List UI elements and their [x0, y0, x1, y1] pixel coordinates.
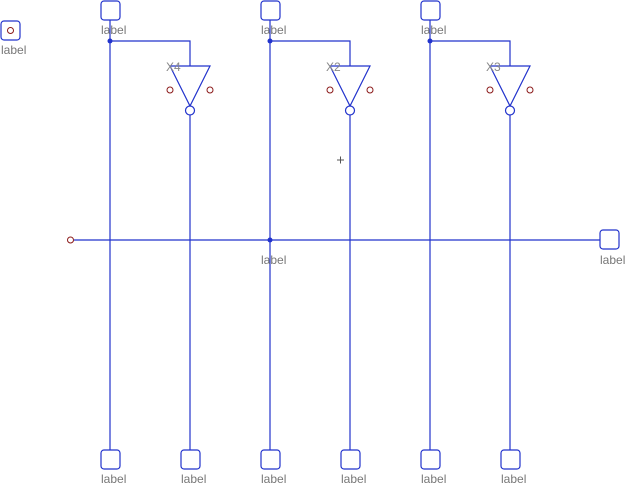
port-label: label: [181, 472, 206, 486]
inverter-x3[interactable]: X3: [486, 60, 534, 116]
component-ref: X4: [166, 60, 181, 74]
port-label: label: [101, 472, 126, 486]
inverter-bubble: [184, 105, 196, 116]
crosshair-icon: [337, 156, 344, 164]
pin-icon: [166, 86, 174, 94]
port-bottom-4[interactable]: label: [340, 449, 366, 486]
port-label: label: [261, 472, 286, 486]
port-icon[interactable]: [100, 0, 121, 21]
pin-icon: [526, 86, 534, 94]
port-top-b[interactable]: label: [260, 0, 286, 37]
junction-dot: [267, 237, 273, 243]
port-icon[interactable]: [100, 449, 121, 470]
port-bottom-3[interactable]: label: [260, 449, 286, 486]
port-label: label: [421, 23, 446, 37]
port-icon[interactable]: [420, 0, 441, 21]
inverter-bubble: [344, 105, 356, 116]
port-icon[interactable]: [420, 449, 441, 470]
port-top-left[interactable]: label: [0, 20, 26, 57]
wire-branch-x3-input[interactable]: [430, 40, 511, 66]
port-bottom-1[interactable]: label: [100, 449, 126, 486]
port-label: label: [341, 472, 366, 486]
pin-icon: [7, 27, 14, 34]
port-label: label: [501, 472, 526, 486]
port-icon[interactable]: [599, 229, 620, 250]
port-top-c[interactable]: label: [420, 0, 446, 37]
port-bottom-2[interactable]: label: [180, 449, 206, 486]
component-ref: X2: [326, 60, 341, 74]
port-label: label: [421, 472, 446, 486]
port-icon[interactable]: [500, 449, 521, 470]
junction-dot: [267, 38, 273, 44]
pin-icon: [366, 86, 374, 94]
pin-icon: [326, 86, 334, 94]
port-bottom-5[interactable]: label: [420, 449, 446, 486]
pin-icon: [206, 86, 214, 94]
port-icon[interactable]: [260, 449, 281, 470]
wires: [74, 20, 600, 450]
port-icon[interactable]: [340, 449, 361, 470]
inverter-icon[interactable]: [489, 65, 531, 108]
junction-dot: [427, 38, 433, 44]
junction-dot: [107, 38, 113, 44]
port-label: label: [101, 23, 126, 37]
port-label: label: [600, 253, 625, 267]
port-top-a[interactable]: label: [100, 0, 126, 37]
pin-icon: [486, 86, 494, 94]
wire-branch-x4-input[interactable]: [110, 40, 191, 66]
inverter-x2[interactable]: X2: [326, 60, 374, 116]
port-label: label: [1, 43, 26, 57]
inverter-icon[interactable]: [169, 65, 211, 108]
port-bottom-6[interactable]: label: [500, 449, 526, 486]
inverter-icon[interactable]: [329, 65, 371, 108]
inverter-x4[interactable]: X4: [166, 60, 214, 116]
port-icon[interactable]: [180, 449, 201, 470]
net-label: label: [261, 253, 286, 267]
port-label: label: [261, 23, 286, 37]
wire-branch-x2-input[interactable]: [270, 40, 351, 66]
pin-icon[interactable]: [67, 236, 74, 244]
port-icon[interactable]: [260, 0, 281, 21]
inverter-bubble: [504, 105, 516, 116]
port-right[interactable]: label: [599, 229, 625, 267]
component-ref: X3: [486, 60, 501, 74]
port-icon[interactable]: [0, 20, 21, 41]
